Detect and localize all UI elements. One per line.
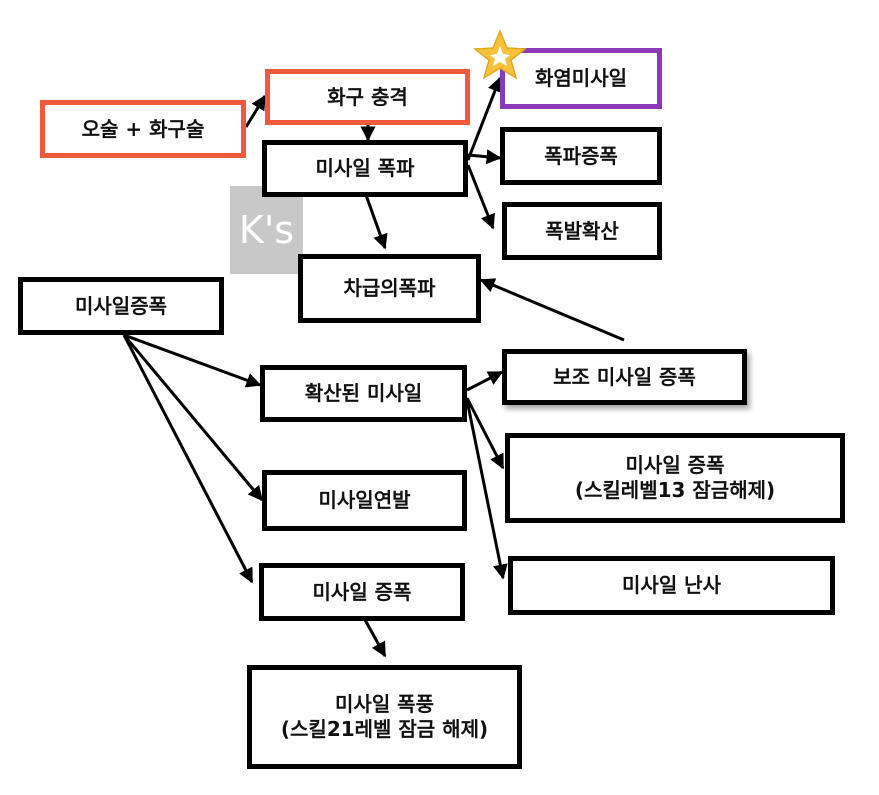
arrow-root-to-volley	[122, 334, 264, 502]
node-burst-amp: 폭파증폭	[500, 127, 662, 185]
node-explosion-spread: 폭발확산	[502, 202, 662, 260]
node-missile-amp: 미사일 증폭	[259, 563, 465, 621]
arrow-root-to-missile-amp	[122, 334, 254, 584]
node-fire-shock: 화구 충격	[265, 69, 470, 125]
node-missile-amp-13: 미사일 증폭 (스킬레벨13 잠금해제)	[505, 433, 845, 523]
node-missile-storm: 미사일 폭풍 (스킬21레벨 잠금 해제)	[247, 665, 522, 769]
arrow-missile-burst-to-secondary-burst	[364, 194, 388, 250]
arrow-missile-burst-to-burst-amp	[467, 149, 502, 165]
node-missile-amp-13-line1: 미사일 증폭	[625, 453, 725, 477]
arrow-missile-amp-to-storm	[362, 617, 387, 658]
arrow-root-to-spread-missile	[123, 333, 262, 388]
node-spread-missile: 확산된 미사일	[260, 365, 467, 422]
arrow-spread-to-barrage	[465, 399, 508, 580]
watermark: K's	[230, 186, 303, 274]
node-secondary-burst: 차급의폭파	[298, 254, 481, 323]
arrow-missile-burst-to-explosion-spread	[466, 164, 495, 230]
arrow-spread-to-amp13	[465, 397, 505, 470]
node-missile-barrage: 미사일 난사	[508, 556, 835, 615]
arrow-aux-amp-to-secondary-burst	[479, 278, 625, 342]
node-aux-missile-amp: 보조 미사일 증폭	[502, 349, 747, 405]
node-start: 오술 + 화구술	[40, 100, 246, 158]
node-missile-amp-root: 미사일증폭	[18, 277, 224, 335]
node-flame-missile: 화염미사일	[500, 48, 662, 109]
node-missile-amp-13-line2: (스킬레벨13 잠금해제)	[574, 478, 776, 502]
arrow-missile-burst-to-flame-missile	[466, 76, 503, 161]
node-missile-burst: 미사일 폭파	[262, 140, 468, 197]
node-missile-storm-line2: (스킬21레벨 잠금 해제)	[280, 717, 489, 741]
star-icon	[472, 29, 528, 80]
arrow-spread-to-aux-amp	[466, 370, 504, 392]
node-missile-volley: 미사일연발	[262, 470, 467, 531]
arrow-start-to-fire-shock	[244, 94, 267, 128]
node-missile-storm-line1: 미사일 폭풍	[335, 692, 434, 716]
